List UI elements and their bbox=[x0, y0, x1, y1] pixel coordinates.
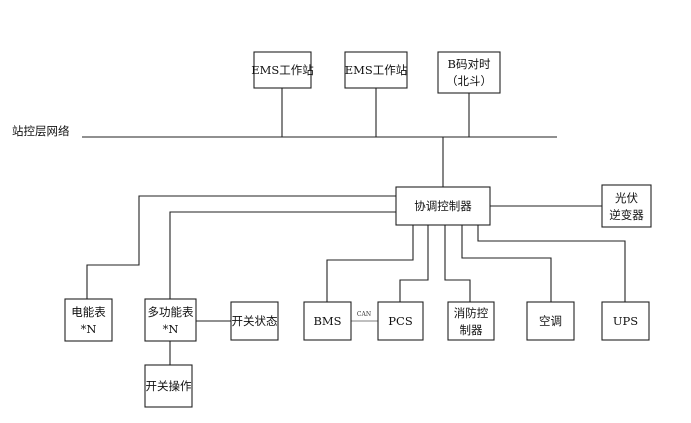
network-label: 站控层网络 bbox=[12, 124, 70, 138]
switch-status-box: 开关状态 bbox=[230, 301, 279, 341]
bms-label: BMS bbox=[313, 314, 341, 328]
pcs-box: PCS bbox=[377, 301, 424, 341]
multifunction-meter-box: 多功能表 *N bbox=[144, 298, 197, 342]
coordination-controller: 协调控制器 bbox=[395, 186, 491, 226]
air-conditioner-box: 空调 bbox=[526, 301, 575, 341]
ems1-label-line1: EMS工作站 bbox=[251, 63, 314, 77]
ups-label: UPS bbox=[613, 314, 638, 328]
link-controller-ups bbox=[477, 225, 626, 302]
controller-label: 协调控制器 bbox=[414, 199, 472, 213]
ems-workstation-1: EMS工作站 bbox=[251, 51, 314, 89]
pv-label-line2: 逆变器 bbox=[609, 208, 644, 222]
ems2-label-line1: EMS工作站 bbox=[345, 63, 408, 77]
fire-label-line2: 制器 bbox=[460, 323, 483, 337]
link-controller-pcs bbox=[399, 225, 429, 302]
multimeter-label-line2: *N bbox=[163, 322, 179, 336]
link-controller-multimeter bbox=[169, 211, 396, 299]
pv-label-line1: 光伏 bbox=[615, 191, 638, 205]
pv-inverter-box: 光伏 逆变器 bbox=[601, 184, 652, 228]
link-controller-meter bbox=[86, 195, 396, 299]
pcs-label: PCS bbox=[388, 314, 413, 328]
switch-operation-box: 开关操作 bbox=[144, 364, 193, 408]
link-controller-fire bbox=[444, 225, 471, 302]
fire-controller-box: 消防控 制器 bbox=[447, 301, 495, 341]
bcode-label-line1: B码对时 bbox=[448, 57, 491, 71]
bcode-label-line2: （北斗） bbox=[446, 74, 492, 88]
link-controller-bms bbox=[326, 225, 414, 302]
multimeter-label-line1: 多功能表 bbox=[148, 305, 194, 319]
switch-status-label: 开关状态 bbox=[232, 314, 278, 328]
link-controller-ac bbox=[461, 225, 552, 302]
bcode-timing-box: B码对时 （北斗） bbox=[437, 51, 501, 94]
fire-label-line1: 消防控 bbox=[454, 306, 489, 320]
electric-meter-box: 电能表 *N bbox=[64, 298, 113, 342]
meter-label-line2: *N bbox=[81, 322, 97, 336]
bms-box: BMS bbox=[303, 301, 352, 341]
ups-box: UPS bbox=[601, 301, 650, 341]
meter-label-line1: 电能表 bbox=[71, 305, 106, 319]
ems-workstation-2: EMS工作站 bbox=[344, 51, 408, 89]
can-label: CAN bbox=[357, 311, 371, 318]
switch-op-label: 开关操作 bbox=[146, 379, 192, 393]
ac-label: 空调 bbox=[539, 314, 562, 328]
